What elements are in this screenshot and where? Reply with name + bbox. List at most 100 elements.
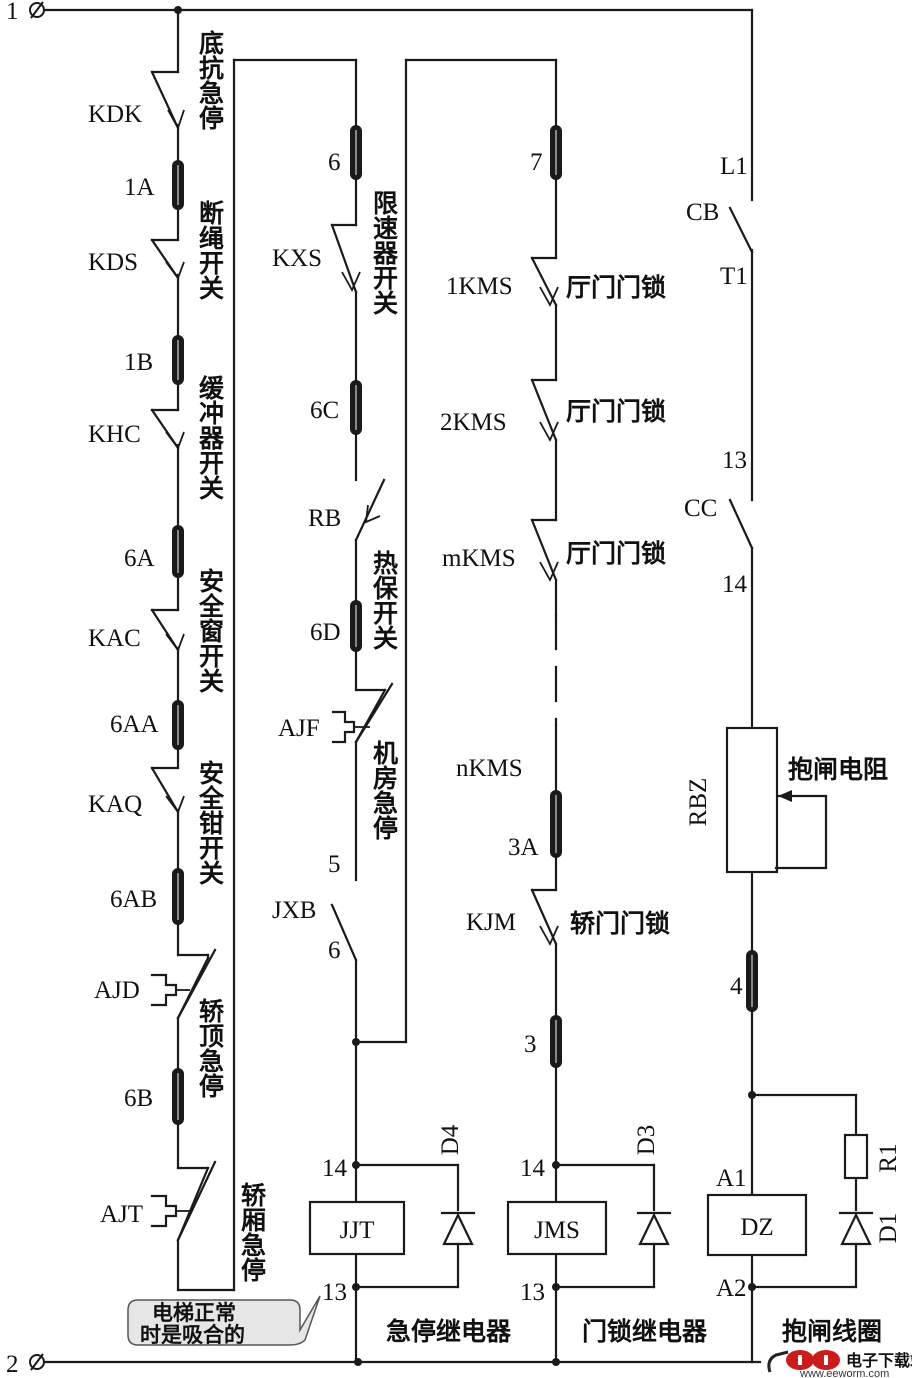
- caption-huanchong: 缓冲器开关: [196, 374, 226, 501]
- label-AJD: AJD: [94, 977, 140, 1004]
- label-7: 7: [530, 149, 543, 176]
- terminal-6: [350, 125, 362, 180]
- label-R1: R1: [875, 1143, 902, 1172]
- label-KXS: KXS: [272, 245, 322, 272]
- label-mKMS: mKMS: [442, 545, 516, 572]
- label-2KMS: 2KMS: [440, 409, 507, 436]
- caption-anquanqian: 安全钳开关: [196, 759, 226, 886]
- watermark-site: 电子下载站: [846, 1351, 912, 1370]
- label-nKMS: nKMS: [456, 755, 523, 782]
- watermark-url: www.eeworm.com: [799, 1368, 889, 1378]
- switch-mKMS: [530, 518, 559, 583]
- caption-tingmen-1: 厅门门锁: [566, 273, 666, 302]
- label-14-m: 14: [520, 1155, 546, 1182]
- label-6C: 6C: [310, 397, 339, 424]
- label-A1: A1: [716, 1165, 747, 1192]
- supply-2-label: 2: [6, 1351, 19, 1378]
- label-6AB: 6AB: [110, 886, 157, 913]
- terminal-6AB: [172, 868, 184, 925]
- switch-AJD: [150, 948, 217, 1020]
- terminal-6AA: [172, 700, 184, 750]
- label-D3: D3: [633, 1125, 660, 1156]
- switch-AJT: [150, 1160, 217, 1242]
- label-6D: 6D: [310, 619, 341, 646]
- switch-RB: [354, 478, 386, 542]
- label-AJF: AJF: [278, 715, 320, 742]
- label-JJT: JJT: [340, 1217, 375, 1244]
- label-KAQ: KAQ: [88, 791, 142, 818]
- label-KHC: KHC: [88, 421, 141, 448]
- caption-baozha-resistor: 抱闸电阻: [788, 755, 888, 784]
- watermark-logo-icon: [767, 1350, 840, 1373]
- caption-duansheng: 断绳开关: [196, 199, 225, 301]
- switch-CB: [728, 206, 754, 254]
- caption-anquanchuang: 安全窗开关: [196, 567, 226, 694]
- callout-note: [127, 1295, 321, 1346]
- label-JMS: JMS: [534, 1217, 580, 1244]
- label-6B: 6B: [124, 1085, 153, 1112]
- switch-KDS: [150, 238, 185, 280]
- terminal-6C: [350, 380, 362, 435]
- label-T1: T1: [720, 263, 748, 290]
- label-RBZ: RBZ: [685, 778, 712, 827]
- caption-rebao: 热保开关: [370, 550, 400, 651]
- label-13-j: 13: [322, 1279, 347, 1306]
- label-KDK: KDK: [88, 101, 142, 128]
- label-KDS: KDS: [88, 249, 138, 276]
- label-CB: CB: [686, 199, 719, 226]
- relay-JMS: [506, 1200, 608, 1256]
- terminal-1A: [172, 160, 184, 210]
- switch-CC: [728, 498, 754, 550]
- terminal-7: [550, 125, 562, 180]
- switch-2KMS: [530, 378, 559, 443]
- caption-tingmen-2: 厅门门锁: [566, 397, 666, 426]
- caption-jiaoxiang: 轿厢急停: [238, 1182, 267, 1283]
- terminal-6A: [172, 525, 184, 578]
- label-CC: CC: [684, 495, 717, 522]
- label-1KMS: 1KMS: [446, 273, 513, 300]
- caption-jifang: 机房急停: [370, 740, 399, 841]
- caption-dikang: 底抗急停: [196, 29, 225, 131]
- callout-line-2: 时是吸合的: [140, 1323, 245, 1347]
- caption-mensuo-relay: 门锁继电器: [582, 1317, 708, 1346]
- resistor-RBZ: [725, 726, 828, 874]
- caption-jiaoding: 轿顶急停: [196, 998, 225, 1099]
- label-14-a: 14: [722, 571, 748, 598]
- label-A2: A2: [716, 1275, 747, 1302]
- label-5: 5: [328, 851, 341, 878]
- label-6AA: 6AA: [110, 711, 159, 738]
- label-13-a: 13: [722, 447, 747, 474]
- terminal-4: [746, 950, 758, 1012]
- brake-coil-DZ: [706, 1193, 808, 1257]
- switch-KJM: [530, 888, 559, 947]
- relay-JMS-circuit: [552, 1161, 672, 1291]
- supply-line-2: [29, 1353, 762, 1371]
- supply-line-1: [29, 1, 754, 19]
- switch-JXB: [330, 903, 358, 962]
- label-JXB: JXB: [272, 897, 316, 924]
- label-1B: 1B: [124, 349, 153, 376]
- caption-jiaomen: 轿门门锁: [570, 909, 670, 938]
- label-L1: L1: [720, 153, 748, 180]
- label-6: 6: [328, 149, 341, 176]
- label-D1: D1: [875, 1213, 902, 1244]
- column-2-wires: [352, 58, 558, 1167]
- switch-1KMS: [530, 256, 559, 308]
- label-4: 4: [730, 973, 743, 1000]
- callout-line-1: 电梯正常: [152, 1301, 236, 1325]
- relay-JJT: [308, 1200, 406, 1256]
- terminal-6D: [350, 600, 362, 652]
- label-KAC: KAC: [88, 625, 141, 652]
- terminal-3: [550, 1015, 562, 1068]
- caption-jiting-relay: 急停继电器: [386, 1317, 512, 1346]
- column-4-wires: [748, 8, 858, 1364]
- switch-KDK: [150, 70, 185, 131]
- terminal-1B: [172, 335, 184, 385]
- label-6A: 6A: [124, 545, 155, 572]
- terminal-6B: [172, 1068, 184, 1125]
- brake-coil-circuit: [838, 1133, 874, 1246]
- caption-xiansu: 限速器开关: [370, 190, 400, 316]
- caption-tingmen-m: 厅门门锁: [566, 539, 666, 568]
- label-13-m: 13: [520, 1279, 545, 1306]
